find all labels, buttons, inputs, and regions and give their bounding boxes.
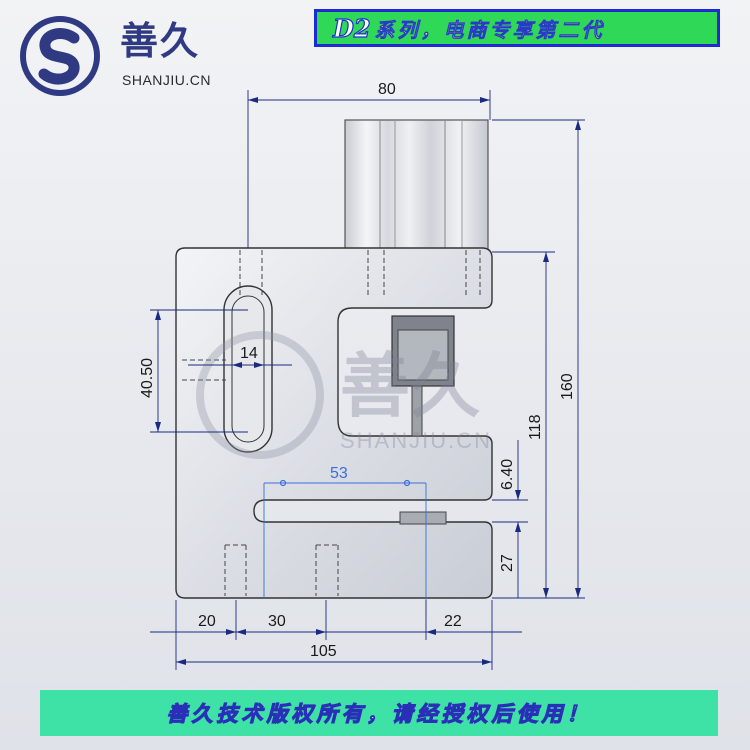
dim-total-height: 160 [559,373,576,400]
copyright-footer: 善久技术版权所有，请经授权后使用！ [40,690,718,736]
dim-right-offset: 22 [444,613,462,630]
logo-s-icon [20,16,100,96]
dim-lower-height: 27 [499,554,516,572]
watermark: 善久 SHANJIU.CN [196,331,492,459]
hidden-holes [182,250,481,596]
watermark-cn: 善久 [340,345,480,427]
overload-screw [391,315,455,525]
watermark-en: SHANJIU.CN [340,428,492,453]
dim-hole-pitch: 30 [268,613,286,630]
dimension-lines [150,90,585,670]
dim-right-height: 118 [527,414,544,440]
banner-model: D2 [332,13,371,43]
copyright-text: 善久技术版权所有，请经授权后使用！ [166,700,592,726]
sensor-drawing: 善久 SHANJIU.CN [139,81,585,670]
oblong-slot [223,285,273,453]
top-cylinder [344,119,489,251]
dim-left-offset: 20 [198,613,216,630]
dim-total-width: 105 [310,643,337,660]
dim-slot-width: 14 [240,345,258,362]
logo-english-name: SHANJIU.CN [122,72,212,88]
dim-hole-spacing: 53 [330,465,348,482]
banner-text: 系列，电商专享第二代 [374,17,605,42]
dimension-arrows [155,97,581,665]
dim-slot-height: 6.40 [499,459,516,490]
dim-top-width: 80 [378,81,396,98]
dim-slot-length: 40.50 [139,358,156,398]
logo-chinese-name: 善久 [120,19,201,63]
brand-logo: 善久 SHANJIU.CN [20,14,212,96]
series-banner: D2 系列，电商专享第二代 [314,9,720,47]
